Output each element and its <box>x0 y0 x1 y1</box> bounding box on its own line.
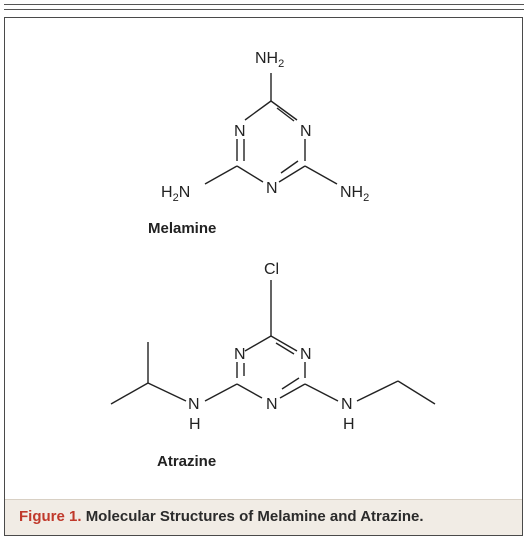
melamine-structure <box>204 73 338 185</box>
melamine-ring-n-bottom: N <box>266 180 278 197</box>
atrazine-ring-n-right: N <box>300 346 312 363</box>
atrazine-ring-n-bottom: N <box>266 396 278 413</box>
figure-frame: NH2 N N N H2N NH2 <box>4 17 523 536</box>
melamine-ring-bond <box>278 165 306 183</box>
atrazine-ring-bond <box>236 383 263 399</box>
atrazine-ring-bond <box>270 335 298 352</box>
figure-caption-text: Molecular Structures of Melamine and Atr… <box>85 508 424 525</box>
atrazine-left-n: N <box>188 396 200 413</box>
melamine-top-group: NH2 <box>255 50 284 70</box>
atrazine-right-n: N <box>341 396 353 413</box>
atrazine-ethyl-methyl <box>397 380 436 405</box>
melamine-ring-bond <box>236 165 264 183</box>
melamine-ring-n-left: N <box>234 123 246 140</box>
melamine-ring-n-right: N <box>300 123 312 140</box>
melamine-right-group: NH2 <box>340 184 369 204</box>
atrazine-cl: Cl <box>264 261 279 278</box>
melamine-atoms: NH2 N N N H2N NH2 <box>161 50 369 204</box>
atrazine-right-h: H <box>343 416 355 433</box>
melamine-ring-bond <box>270 100 298 121</box>
atrazine-ring-bond <box>279 383 306 399</box>
atrazine-structure <box>110 280 436 405</box>
melamine-right-bond <box>304 165 338 185</box>
melamine-left-group: H2N <box>161 184 190 204</box>
melamine-double-bond <box>276 107 295 122</box>
figure-number: Figure 1. <box>19 508 82 525</box>
atrazine-right-nh-bond <box>304 383 339 402</box>
atrazine-left-nh-bond <box>204 383 238 402</box>
atrazine-double-bond <box>281 377 300 390</box>
melamine-double-bond <box>280 160 299 174</box>
caption-bar: Figure 1. Molecular Structures of Melami… <box>5 499 522 535</box>
atrazine-isopropyl-bond <box>147 382 187 402</box>
atrazine-left-h: H <box>189 416 201 433</box>
top-rule <box>4 4 524 10</box>
figure-caption: Figure 1. Molecular Structures of Melami… <box>19 508 424 525</box>
atrazine-ethyl-bond <box>356 380 399 402</box>
molecular-structures-diagram: NH2 N N N H2N NH2 <box>110 50 436 433</box>
atrazine-atoms: Cl N N N N H N H <box>188 261 355 433</box>
atrazine-ring-n-left: N <box>234 346 246 363</box>
melamine-ring-bond <box>244 100 272 121</box>
atrazine-isopropyl-methyl <box>110 382 149 405</box>
atrazine-ring-bond <box>244 335 272 352</box>
melamine-label: Melamine <box>148 220 217 237</box>
atrazine-double-bond <box>275 342 295 355</box>
atrazine-label: Atrazine <box>157 453 217 470</box>
melamine-left-bond <box>204 165 238 185</box>
